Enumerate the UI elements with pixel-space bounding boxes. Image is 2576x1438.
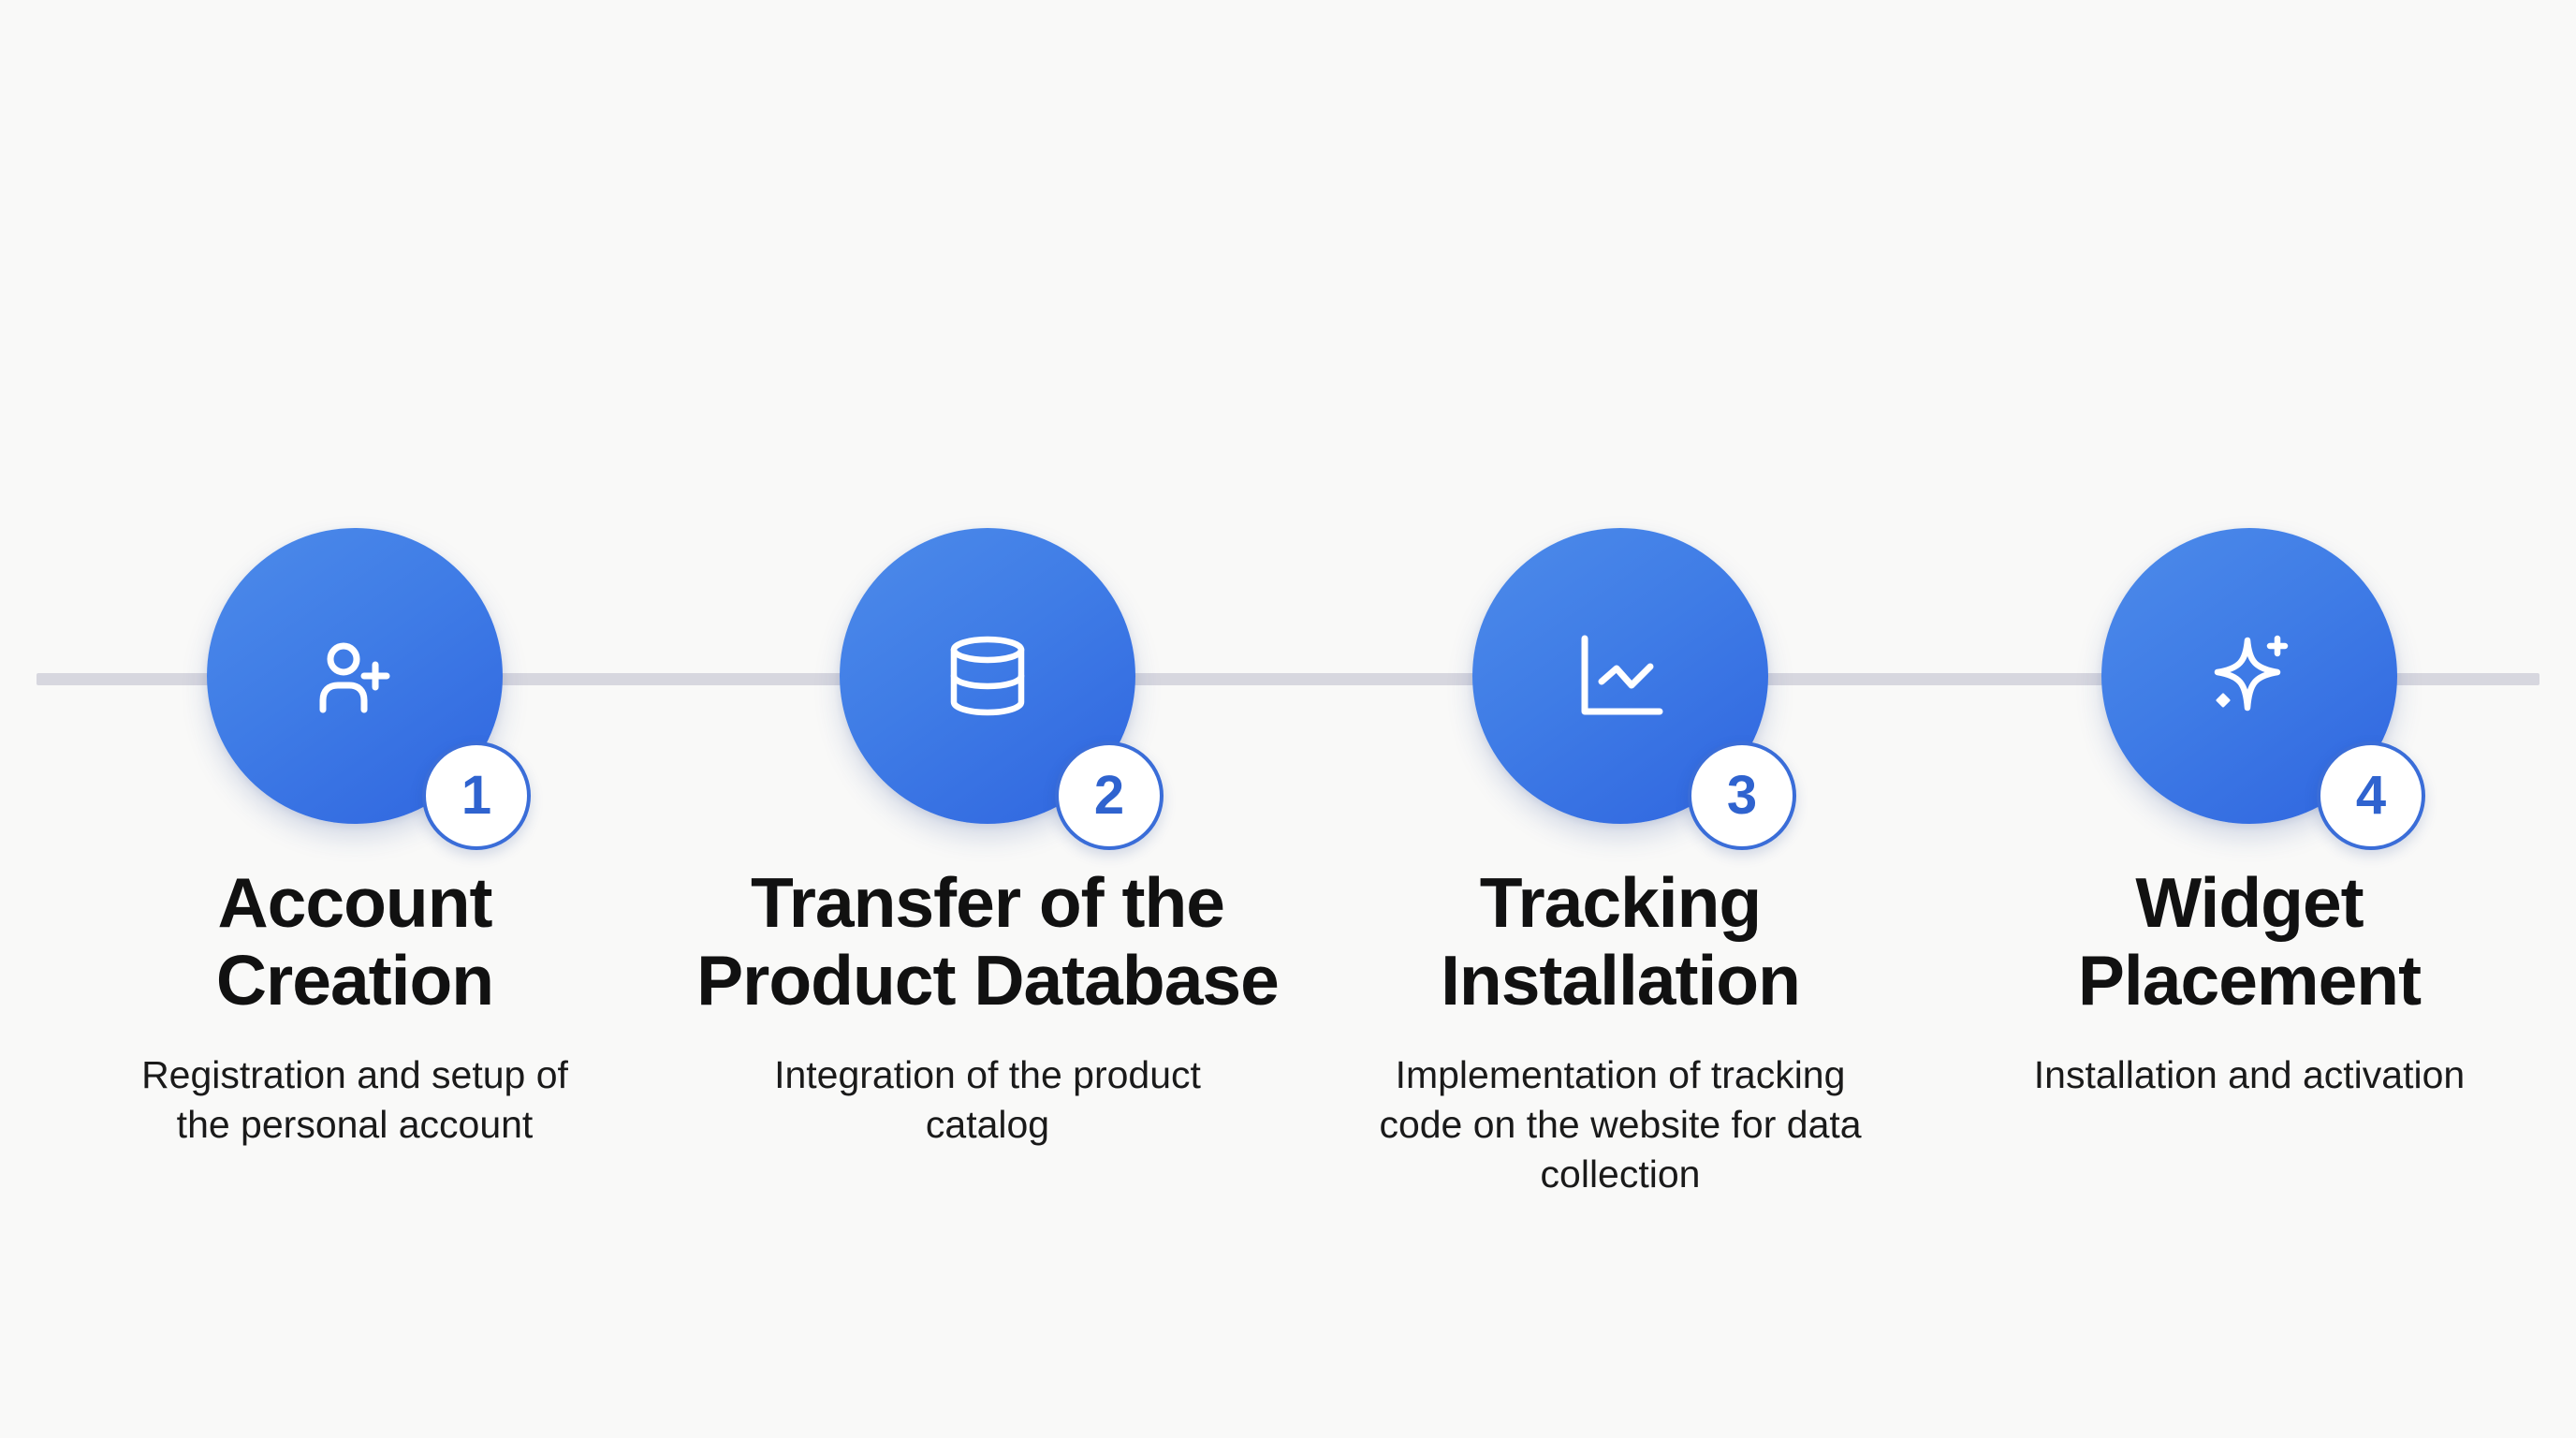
step-number-badge: 2	[1055, 741, 1164, 850]
timeline-connector-line	[37, 673, 2539, 685]
step-description-line: Registration and setup of	[141, 1053, 568, 1096]
step-description-line: Implementation of tracking	[1395, 1053, 1846, 1096]
step-description: Implementation of tracking code on the w…	[1293, 1050, 1948, 1199]
step-tracking-installation: 3 Tracking Installation Implementation o…	[1293, 0, 1948, 1438]
step-title-line: Placement	[2077, 941, 2422, 1020]
line-chart-icon	[1581, 635, 1663, 715]
step-account-creation: 1 Account Creation Registration and setu…	[27, 0, 682, 1438]
step-title-line: Transfer of the	[751, 863, 1225, 942]
step-description-line: code on the website for data	[1379, 1103, 1862, 1146]
step-title-line: Account	[217, 863, 493, 942]
sparkles-icon	[2214, 635, 2289, 712]
step-description-line: catalog	[925, 1103, 1050, 1146]
step-title-line: Creation	[215, 941, 494, 1020]
step-title-line: Tracking	[1479, 863, 1762, 942]
step-description-line: Installation and activation	[2033, 1053, 2466, 1096]
step-description-line: collection	[1540, 1152, 1701, 1196]
step-title: Transfer of the Product Database	[660, 864, 1315, 1020]
user-plus-icon	[319, 642, 390, 713]
step-title-line: Installation	[1441, 941, 1801, 1020]
step-description-line: Integration of the product	[774, 1053, 1201, 1096]
step-product-database-transfer: 2 Transfer of the Product Database Integ…	[660, 0, 1315, 1438]
step-title-line: Product Database	[696, 941, 1280, 1020]
step-number-badge: 1	[422, 741, 531, 850]
step-title: Widget Placement	[1922, 864, 2576, 1020]
step-number-badge: 4	[2317, 741, 2425, 850]
step-title: Account Creation	[27, 864, 682, 1020]
step-description: Integration of the product catalog	[660, 1050, 1315, 1150]
step-description: Installation and activation	[1922, 1050, 2576, 1100]
database-icon	[950, 636, 1025, 716]
step-title: Tracking Installation	[1293, 864, 1948, 1020]
step-number-badge: 3	[1688, 741, 1796, 850]
step-title-line: Widget	[2135, 863, 2364, 942]
step-description-line: the personal account	[176, 1103, 534, 1146]
step-widget-placement: 4 Widget Placement Installation and acti…	[1922, 0, 2576, 1438]
step-description: Registration and setup of the personal a…	[27, 1050, 682, 1150]
